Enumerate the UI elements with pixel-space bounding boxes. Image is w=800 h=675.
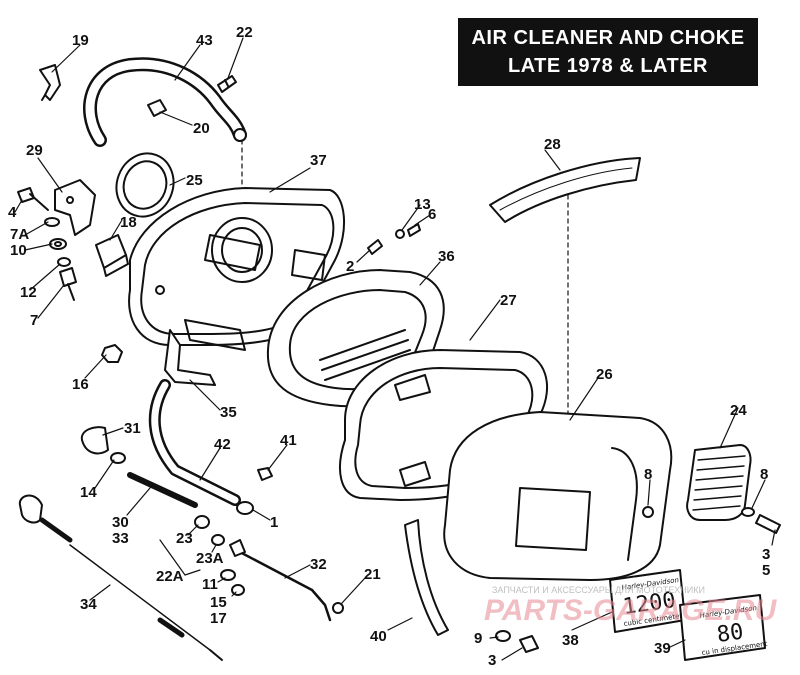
callout-5: 5 [762, 562, 771, 579]
choke-hose [148, 379, 241, 506]
callout-22: 22 [236, 24, 253, 41]
callout-28: 28 [544, 136, 561, 153]
cover-screws [741, 507, 781, 534]
callout-7: 7 [30, 312, 39, 329]
filter-support-strip [489, 157, 641, 223]
callout-27: 27 [500, 292, 517, 309]
callout-8b: 8 [760, 466, 769, 483]
callout-9: 9 [474, 630, 483, 647]
backplate-gasket [115, 152, 175, 218]
choke-block [95, 234, 129, 277]
support-bracket [54, 179, 96, 236]
nut-1 [236, 501, 254, 515]
callout-33: 33 [112, 530, 129, 547]
breather-fitting [217, 75, 237, 93]
callout-13: 13 [414, 196, 431, 213]
leader-lines [14, 37, 776, 661]
breather-hose [83, 57, 247, 147]
bolt-set-left [17, 187, 67, 250]
callout-23a: 23A [196, 550, 224, 567]
callout-3b: 3 [488, 652, 497, 669]
watermark-line1: ЗАПЧАСТИ И АКСЕССУАРЫ ДЛЯ МОТОТЕХНИКИ [492, 585, 705, 595]
callout-29: 29 [26, 142, 43, 159]
callout-11: 11 [202, 576, 218, 593]
nut-23a [211, 534, 225, 546]
callout-37: 37 [310, 152, 327, 169]
callout-6: 6 [428, 206, 437, 223]
air-cleaner-cover [443, 411, 673, 581]
callout-26: 26 [596, 366, 613, 383]
callout-42: 42 [214, 436, 231, 453]
callout-31: 31 [124, 420, 141, 437]
bolt-set-lower [57, 257, 77, 301]
callout-40: 40 [370, 628, 387, 645]
callout-39: 39 [654, 640, 671, 657]
e-clip [332, 602, 344, 614]
clip-bracket [39, 64, 61, 101]
callout-10: 10 [10, 242, 27, 259]
choke-rod [127, 472, 198, 508]
callout-16: 16 [72, 376, 89, 393]
callout-2: 2 [346, 258, 355, 275]
callout-22a: 22A [156, 568, 184, 585]
title-banner: AIR CLEANER AND CHOKE LATE 1978 & LATER [458, 18, 758, 86]
callout-24: 24 [730, 402, 747, 419]
callout-18: 18 [120, 214, 137, 231]
callout-12: 12 [20, 284, 37, 301]
choke-bracket [164, 329, 216, 386]
nut-14 [110, 452, 126, 464]
callout-35: 35 [220, 404, 237, 421]
small-screws [367, 223, 421, 255]
choke-cable-rod [229, 539, 332, 622]
plate-80-number: 80 [715, 619, 745, 647]
callout-36: 36 [438, 248, 455, 265]
title-line-2: LATE 1978 & LATER [507, 55, 708, 77]
callout-15: 15 [210, 594, 227, 611]
medallion-80 [679, 594, 766, 661]
callout-21: 21 [364, 566, 381, 583]
callout-3a: 3 [762, 546, 771, 563]
callout-25: 25 [186, 172, 203, 189]
title-line-1: AIR CLEANER AND CHOKE [471, 27, 745, 49]
callout-17: 17 [210, 610, 227, 627]
nut [101, 344, 123, 363]
strap [404, 519, 449, 636]
callout-30: 30 [112, 514, 129, 531]
callout-4: 4 [8, 204, 17, 221]
callout-14: 14 [80, 484, 97, 501]
callout-8a: 8 [644, 466, 653, 483]
callout-7a: 7A [10, 226, 30, 243]
choke-knob [80, 426, 109, 455]
plug [257, 467, 273, 481]
watermark-line2: PARTS-GARAGE.RU [484, 594, 778, 627]
nut-11 [220, 569, 236, 581]
screw-3 [519, 635, 539, 653]
callout-32: 32 [310, 556, 327, 573]
choke-cable [18, 494, 223, 661]
callout-19: 19 [72, 32, 89, 49]
washer-9 [495, 630, 511, 642]
callout-41: 41 [280, 432, 297, 449]
callout-1: 1 [270, 514, 279, 531]
callout-20: 20 [193, 120, 210, 137]
callout-38: 38 [562, 632, 579, 649]
callout-43: 43 [196, 32, 213, 49]
callout-23: 23 [176, 530, 193, 547]
callout-34: 34 [80, 596, 97, 613]
decor-grille [686, 444, 752, 521]
